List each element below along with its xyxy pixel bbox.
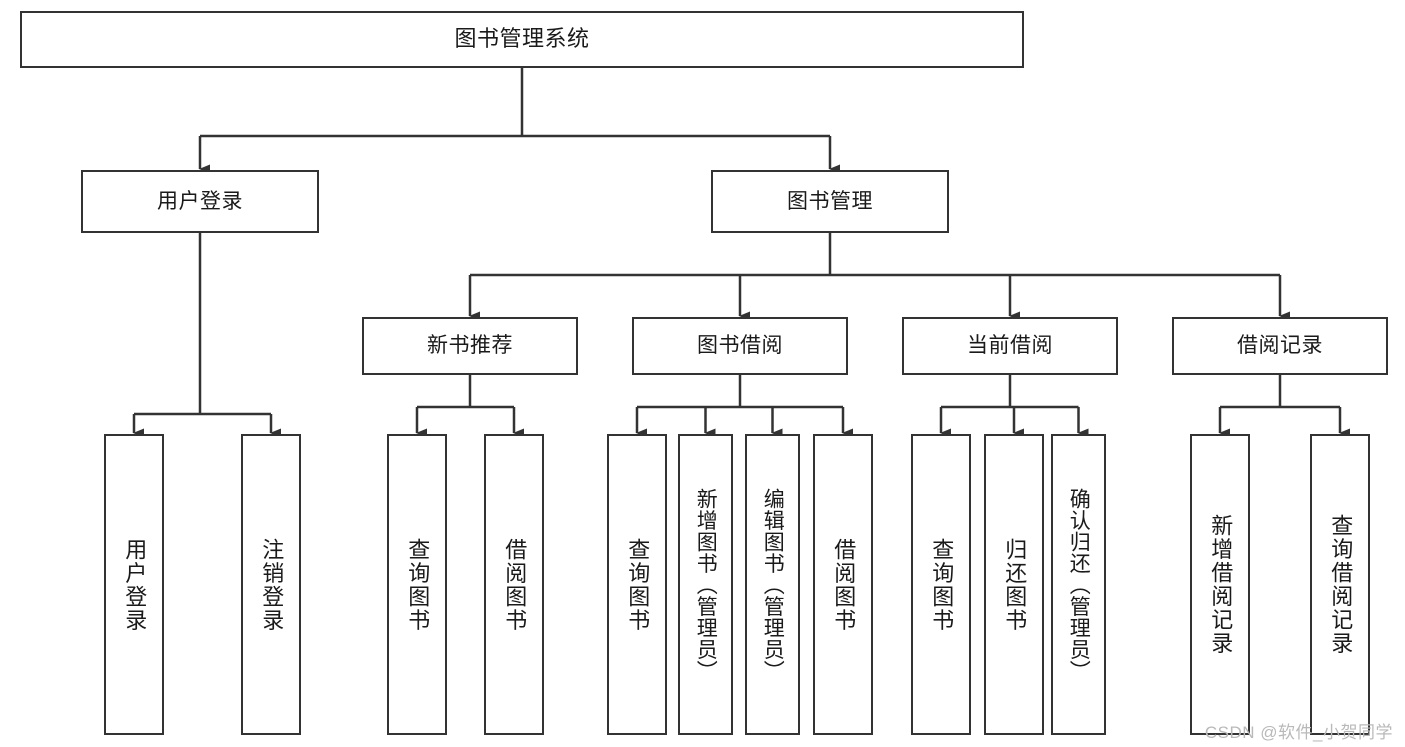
node-label: 编辑图书（管理员） <box>761 487 785 682</box>
node-borrow-record[interactable]: 借阅记录 <box>1172 317 1388 375</box>
node-leaf-query-book-2[interactable]: 查询图书 <box>607 434 667 735</box>
node-label: 用户登录 <box>122 537 148 632</box>
node-label: 查询图书 <box>929 537 955 632</box>
node-label: 查询图书 <box>625 537 651 632</box>
node-label: 归还图书 <box>1002 537 1028 632</box>
node-label: 借阅记录 <box>1237 334 1323 358</box>
node-leaf-return-book[interactable]: 归还图书 <box>984 434 1044 735</box>
node-label: 查询借阅记录 <box>1328 514 1354 655</box>
node-leaf-confirm-return[interactable]: 确认归还（管理员） <box>1051 434 1106 735</box>
node-label: 确认归还（管理员） <box>1067 487 1091 682</box>
node-current-borrow[interactable]: 当前借阅 <box>902 317 1118 375</box>
node-label: 借阅图书 <box>831 537 857 632</box>
node-label: 用户登录 <box>157 189 243 213</box>
node-leaf-query-book-3[interactable]: 查询图书 <box>911 434 971 735</box>
node-label: 图书管理系统 <box>454 26 590 52</box>
node-label: 新书推荐 <box>427 334 513 358</box>
node-label: 图书管理 <box>787 189 873 213</box>
node-label: 当前借阅 <box>967 334 1053 358</box>
node-book-manage[interactable]: 图书管理 <box>711 170 949 233</box>
node-leaf-query-record[interactable]: 查询借阅记录 <box>1310 434 1370 735</box>
node-label: 图书借阅 <box>697 334 783 358</box>
node-root[interactable]: 图书管理系统 <box>20 11 1024 68</box>
node-leaf-add-book[interactable]: 新增图书（管理员） <box>678 434 733 735</box>
node-leaf-borrow-book-1[interactable]: 借阅图书 <box>484 434 544 735</box>
watermark-text: CSDN @软件_小贺同学 <box>1204 723 1393 742</box>
node-leaf-edit-book[interactable]: 编辑图书（管理员） <box>745 434 800 735</box>
node-label: 注销登录 <box>259 537 285 632</box>
node-new-book-rec[interactable]: 新书推荐 <box>362 317 578 375</box>
node-book-borrow[interactable]: 图书借阅 <box>632 317 848 375</box>
node-leaf-borrow-book-2[interactable]: 借阅图书 <box>813 434 873 735</box>
node-label: 借阅图书 <box>502 537 528 632</box>
node-label: 查询图书 <box>405 537 431 632</box>
node-leaf-user-login[interactable]: 用户登录 <box>104 434 164 735</box>
node-leaf-query-book-1[interactable]: 查询图书 <box>387 434 447 735</box>
node-label: 新增图书（管理员） <box>694 487 718 682</box>
node-user-login[interactable]: 用户登录 <box>81 170 319 233</box>
node-leaf-logout[interactable]: 注销登录 <box>241 434 301 735</box>
node-leaf-add-record[interactable]: 新增借阅记录 <box>1190 434 1250 735</box>
node-label: 新增借阅记录 <box>1208 514 1234 655</box>
